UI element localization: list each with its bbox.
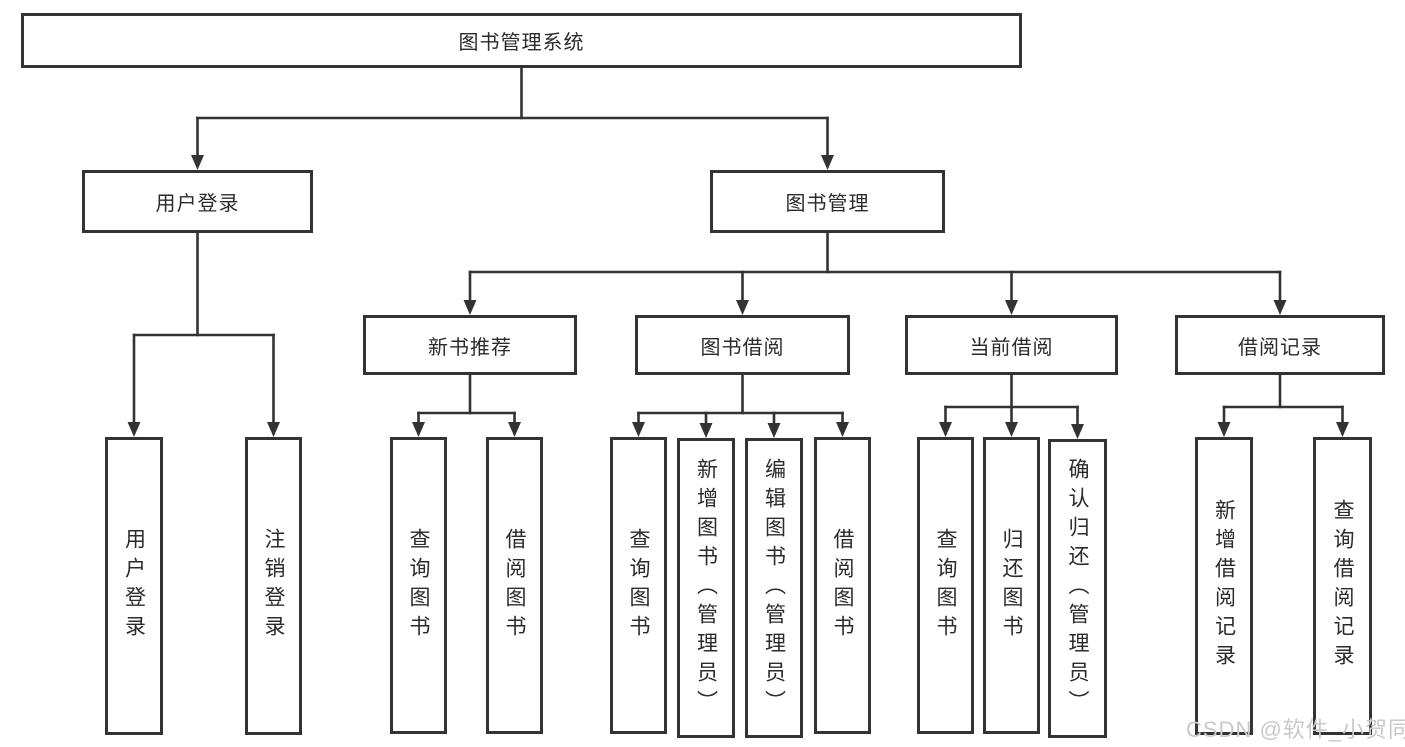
node-label: 图书借阅: [700, 336, 785, 359]
node-label: 用户登录: [122, 528, 146, 644]
node-add-book: 新增图书（管理员）: [677, 438, 735, 738]
arrowhead-icon: [191, 155, 204, 170]
node-add-borrow-record: 新增借阅记录: [1195, 437, 1253, 735]
connector-root: [191, 66, 834, 170]
arrowhead-icon: [508, 422, 521, 437]
connector-new-book-rec: [412, 373, 521, 437]
node-borrow-book-1: 借阅图书: [486, 437, 543, 734]
node-label: 图书管理: [785, 193, 870, 215]
connector-book-borrow: [632, 373, 849, 438]
node-label: 查询图书: [627, 527, 650, 644]
node-label: 新书推荐: [428, 336, 512, 359]
node-user-login-v: 用户登录: [105, 437, 163, 735]
connector-book-mgmt: [463, 231, 1287, 315]
arrowhead-icon: [736, 300, 749, 315]
node-logout-v: 注销登录: [245, 437, 302, 735]
node-current-borrow: 当前借阅: [905, 315, 1118, 375]
arrowhead-icon: [939, 422, 952, 437]
arrowhead-icon: [1005, 300, 1018, 315]
connector-current-borrow: [939, 373, 1084, 439]
arrowhead-icon: [836, 422, 849, 437]
arrowhead-icon: [699, 423, 713, 438]
arrowhead-icon: [821, 155, 834, 170]
watermark: CSDN @软件_小贺同学: [1186, 717, 1405, 742]
node-label: 借阅图书: [831, 527, 854, 644]
node-label: 编辑图书（管理员）: [762, 457, 786, 719]
connector-user-login: [127, 231, 280, 437]
node-label: 借阅记录: [1238, 336, 1322, 359]
node-label: 图书管理系统: [458, 32, 585, 54]
node-label: 新增借阅记录: [1212, 499, 1236, 673]
arrowhead-icon: [463, 300, 477, 315]
node-label: 当前借阅: [969, 336, 1054, 359]
node-query-borrow-record: 查询借阅记录: [1313, 437, 1372, 735]
node-label: 查询图书: [934, 527, 957, 644]
node-root: 图书管理系统: [21, 13, 1022, 68]
node-label: 查询图书: [407, 527, 430, 644]
node-label: 新增图书（管理员）: [694, 457, 718, 719]
node-confirm-return: 确认归还（管理员）: [1048, 439, 1107, 738]
connector-borrow-records: [1217, 373, 1349, 437]
arrowhead-icon: [632, 422, 645, 437]
arrowhead-icon: [127, 422, 141, 437]
node-return-book: 归还图书: [983, 437, 1040, 734]
node-label: 注销登录: [262, 528, 285, 644]
arrowhead-icon: [767, 423, 781, 438]
node-query-book-1: 查询图书: [390, 437, 447, 734]
arrowhead-icon: [412, 422, 425, 437]
node-label: 确认归还（管理员）: [1066, 458, 1089, 719]
node-query-book-3: 查询图书: [917, 437, 974, 734]
arrowhead-icon: [1217, 422, 1231, 437]
arrowhead-icon: [1273, 300, 1287, 315]
node-query-book-2: 查询图书: [610, 437, 667, 734]
node-borrow-records: 借阅记录: [1175, 315, 1385, 375]
arrowhead-icon: [1336, 422, 1349, 437]
node-label: 查询借阅记录: [1331, 499, 1354, 673]
node-label: 归还图书: [1000, 527, 1023, 644]
node-book-borrow: 图书借阅: [635, 315, 850, 375]
arrowhead-icon: [1071, 424, 1084, 439]
node-new-book-rec: 新书推荐: [363, 315, 577, 375]
node-borrow-book-2: 借阅图书: [814, 437, 871, 734]
arrowhead-icon: [1005, 422, 1018, 437]
node-user-login: 用户登录: [82, 170, 313, 233]
node-label: 借阅图书: [503, 527, 526, 644]
arrowhead-icon: [267, 422, 280, 437]
node-edit-book: 编辑图书（管理员）: [745, 438, 803, 738]
node-book-mgmt: 图书管理: [710, 170, 945, 233]
node-label: 用户登录: [155, 193, 240, 215]
